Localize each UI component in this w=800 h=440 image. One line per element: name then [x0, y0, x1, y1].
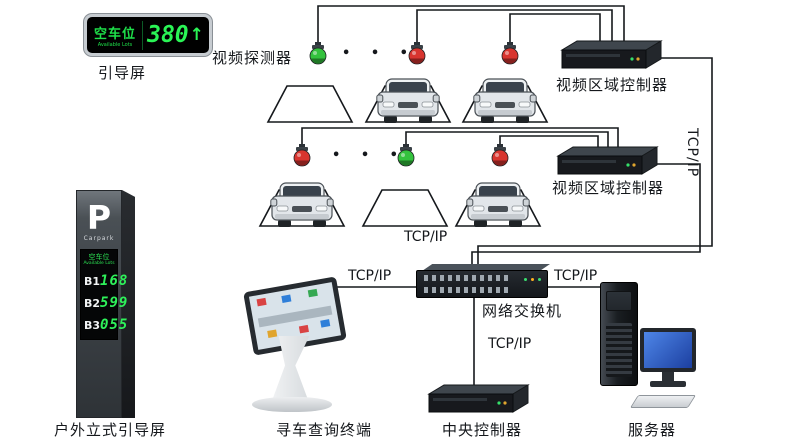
cable — [317, 5, 625, 52]
car-icon — [473, 78, 537, 124]
monitor-screen — [644, 332, 692, 368]
kiosk-label: 寻车查询终端 — [276, 421, 373, 439]
cable — [416, 9, 613, 52]
pillar-header-en: Available Lots — [83, 261, 115, 267]
pillar-led-screen: 空车位 Available Lots B1 168 B2 599 B3 055 — [80, 249, 127, 340]
pillar-side-face — [122, 190, 135, 418]
parking-p-sign: P — [86, 198, 112, 237]
up-arrow-icon: ↑ — [189, 25, 204, 45]
cable — [509, 13, 601, 52]
central-controller-label: 中央控制器 — [442, 421, 523, 439]
monitor-base — [650, 381, 686, 387]
cable — [471, 163, 701, 271]
level-name: B1 — [84, 274, 101, 288]
level-count: 599 — [100, 294, 129, 311]
kiosk-map-blob — [307, 289, 318, 298]
camera-icon — [309, 42, 327, 65]
switch-led-indicators — [524, 278, 541, 281]
ellipsis-dots: • • • — [332, 148, 406, 163]
car-icon — [376, 78, 440, 124]
parking-slot — [266, 85, 354, 123]
available-count: 380 — [147, 22, 189, 48]
camera-icon — [501, 42, 519, 65]
keyboard — [629, 395, 697, 408]
pillar-level-row: B1 168 — [83, 273, 127, 289]
server-tower — [600, 282, 638, 386]
kiosk-map-blob — [266, 329, 277, 338]
tcpip-label-bottom: TCP/IP — [488, 336, 532, 352]
tcpip-label-left: TCP/IP — [348, 268, 392, 284]
video-area-controller-1-label: 视频区域控制器 — [556, 76, 669, 94]
video-area-controller-2-label: 视频区域控制器 — [552, 179, 665, 197]
monitor-stand — [662, 372, 674, 381]
cable — [405, 131, 609, 156]
switch-ports-row — [424, 275, 512, 281]
monitor — [640, 328, 696, 372]
level-name: B3 — [84, 318, 101, 332]
kiosk-map-blob — [298, 324, 309, 334]
network-switch — [416, 264, 550, 298]
tcpip-label-top: TCP/IP — [404, 229, 448, 245]
kiosk-map-blob — [256, 298, 267, 307]
tcpip-label-right: TCP/IP — [554, 268, 598, 284]
pillar-level-row: B3 055 — [83, 317, 127, 333]
level-count: 168 — [100, 272, 129, 289]
kiosk-map-blob — [319, 318, 330, 328]
led-title: 空车位 Available Lots — [88, 20, 143, 50]
kiosk-base — [252, 397, 332, 412]
car-icon — [270, 182, 334, 228]
central-controller — [427, 384, 530, 413]
pillar-level-row: B2 599 — [83, 295, 127, 311]
switch-front — [416, 270, 548, 298]
switch-top-face — [422, 264, 550, 271]
pillar-label: 户外立式引导屏 — [54, 421, 167, 439]
camera-icon — [491, 144, 509, 167]
carpark-text: Carpark — [83, 235, 115, 242]
parking-slot — [361, 189, 449, 227]
pillar-screen-header: 空车位 Available Lots — [83, 253, 115, 267]
video-detector-label: 视频探测器 — [212, 49, 293, 67]
car-icon — [466, 182, 530, 228]
led-count: 380 ↑ — [143, 22, 208, 48]
ellipsis-dots: • • • — [342, 46, 416, 61]
tcpip-label-vertical: TCP/IP — [684, 128, 700, 178]
pillar-front-face: P Carpark 空车位 Available Lots B1 168 B2 5… — [76, 190, 127, 418]
camera-icon — [293, 144, 311, 167]
network-switch-label: 网络交换机 — [482, 302, 563, 320]
pillar-header-cn: 空车位 — [88, 253, 110, 261]
level-count: 055 — [100, 316, 129, 333]
cable — [301, 127, 619, 156]
video-area-controller-1 — [560, 40, 663, 69]
led-title-cn: 空车位 — [93, 26, 136, 42]
led-title-en: Available Lots — [97, 41, 133, 48]
cable — [477, 57, 713, 271]
guidance-led-display: 空车位 Available Lots 380 ↑ — [84, 14, 212, 56]
outdoor-display-pillar: P Carpark 空车位 Available Lots B1 168 B2 5… — [76, 190, 136, 418]
guidance-display-label: 引导屏 — [98, 64, 147, 82]
level-name: B2 — [84, 296, 101, 310]
switch-ports-row — [424, 287, 512, 293]
kiosk-map-blob — [281, 294, 292, 304]
server-label: 服务器 — [628, 421, 677, 439]
video-area-controller-2 — [556, 146, 659, 175]
